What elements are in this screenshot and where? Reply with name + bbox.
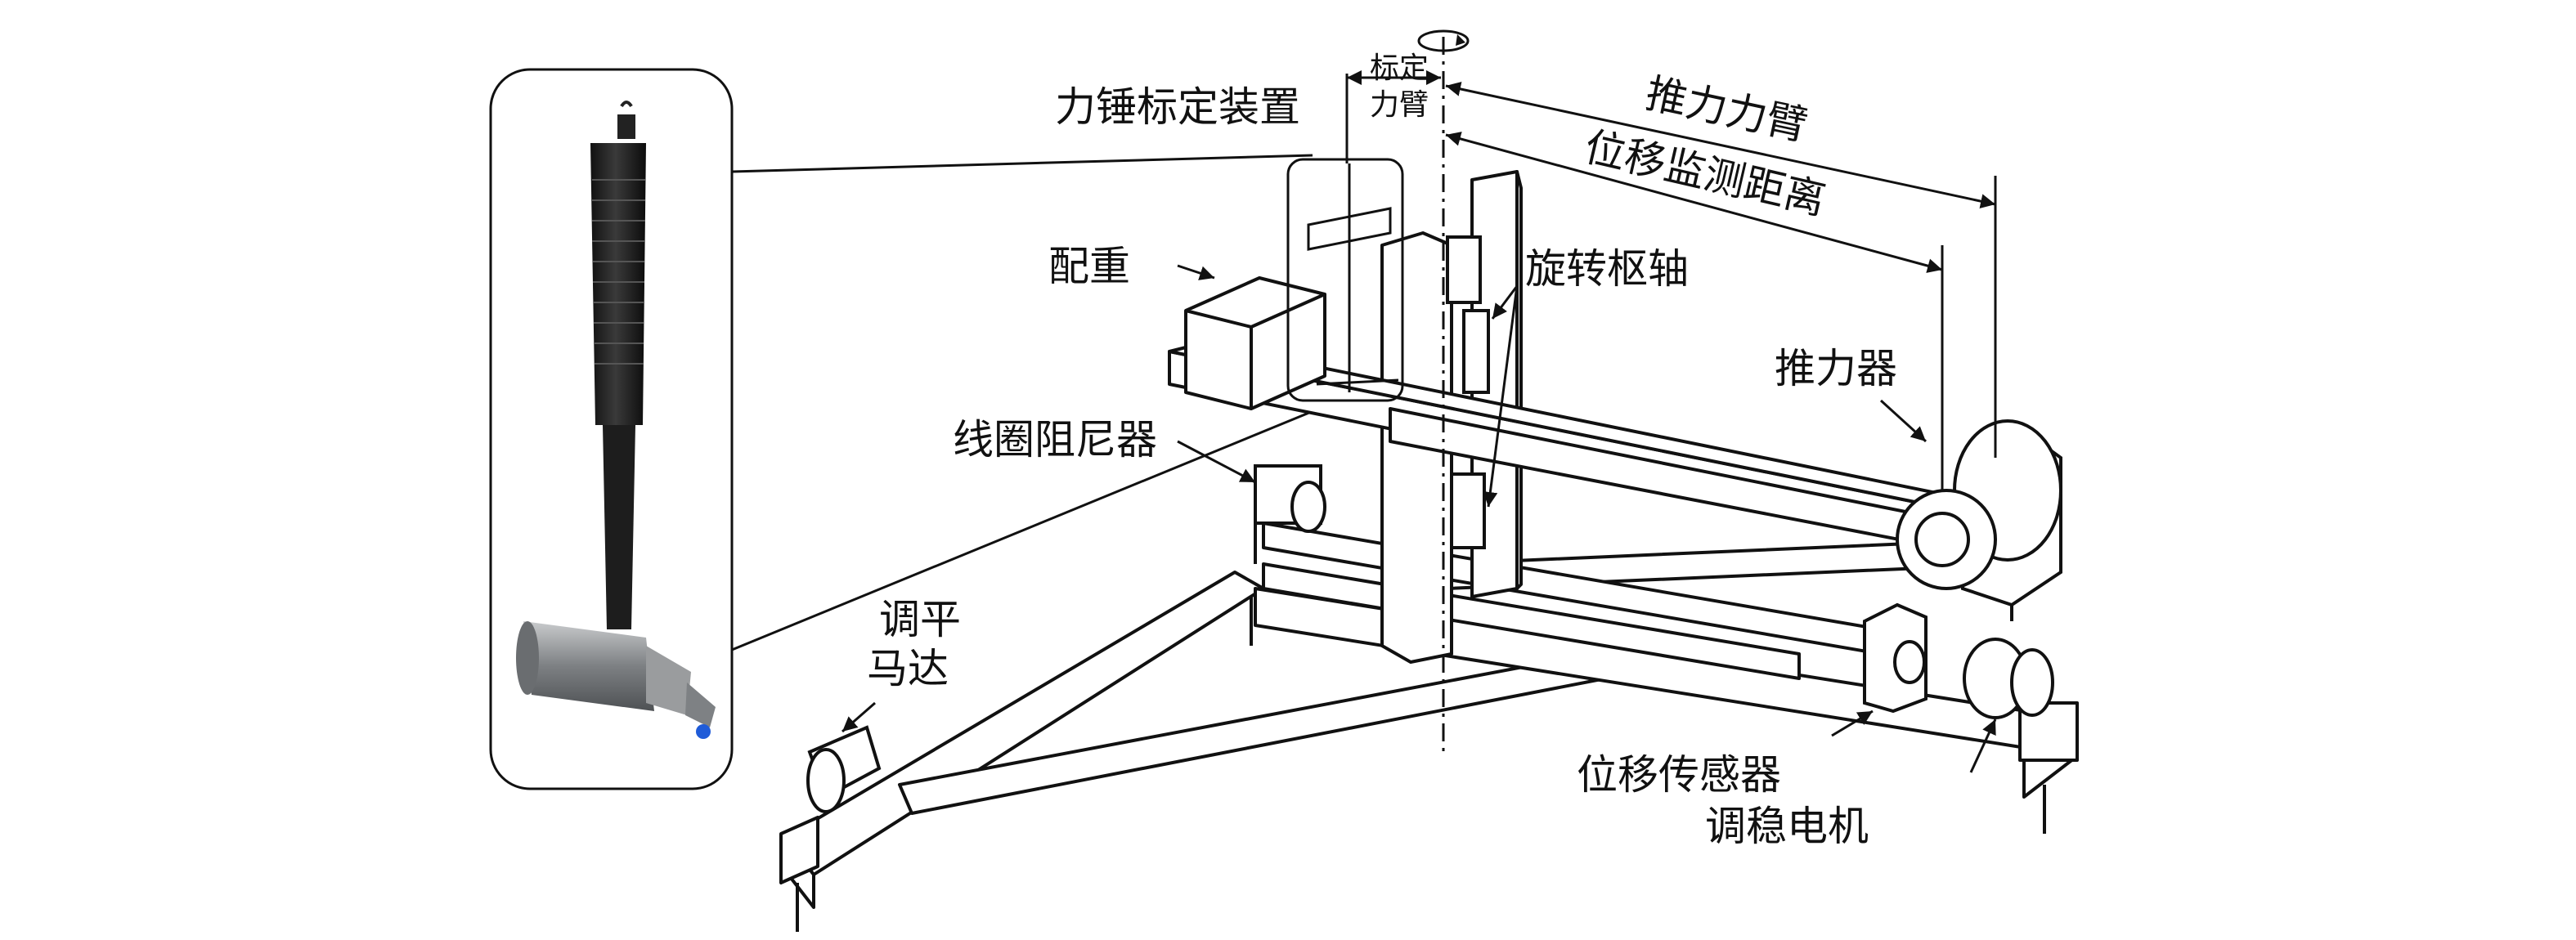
label-hammer-calibration: 力锤标定装置 [1055,83,1300,131]
hammer-inset [489,68,734,790]
label-calib-arm-1: 标定 [1370,51,1429,85]
force-hammer-icon [516,101,716,739]
label-level-motor-2: 马达 [867,645,949,692]
label-coil-damper: 线圈阻尼器 [953,416,1157,463]
calibration-box [1286,158,1404,402]
displacement-sensor [1863,602,1928,714]
label-thrust-arm: 推力力臂 [1642,69,1812,150]
label-calib-arm-2: 力臂 [1370,88,1429,122]
label-displacement-sensor: 位移传感器 [1577,751,1781,799]
label-thruster: 推力器 [1775,345,1897,392]
label-level-motor-1: 调平 [879,596,961,643]
label-counterweight: 配重 [1048,243,1130,290]
coil-damper [1254,464,1326,564]
label-rotation-pivot: 旋转枢轴 [1525,245,1689,293]
level-motor [806,725,882,813]
label-stabilize-motor: 调稳电机 [1705,803,1869,850]
stabilize-motor [1963,638,2054,719]
counterweight-block [1184,276,1326,410]
thruster-icon [1896,419,2062,607]
